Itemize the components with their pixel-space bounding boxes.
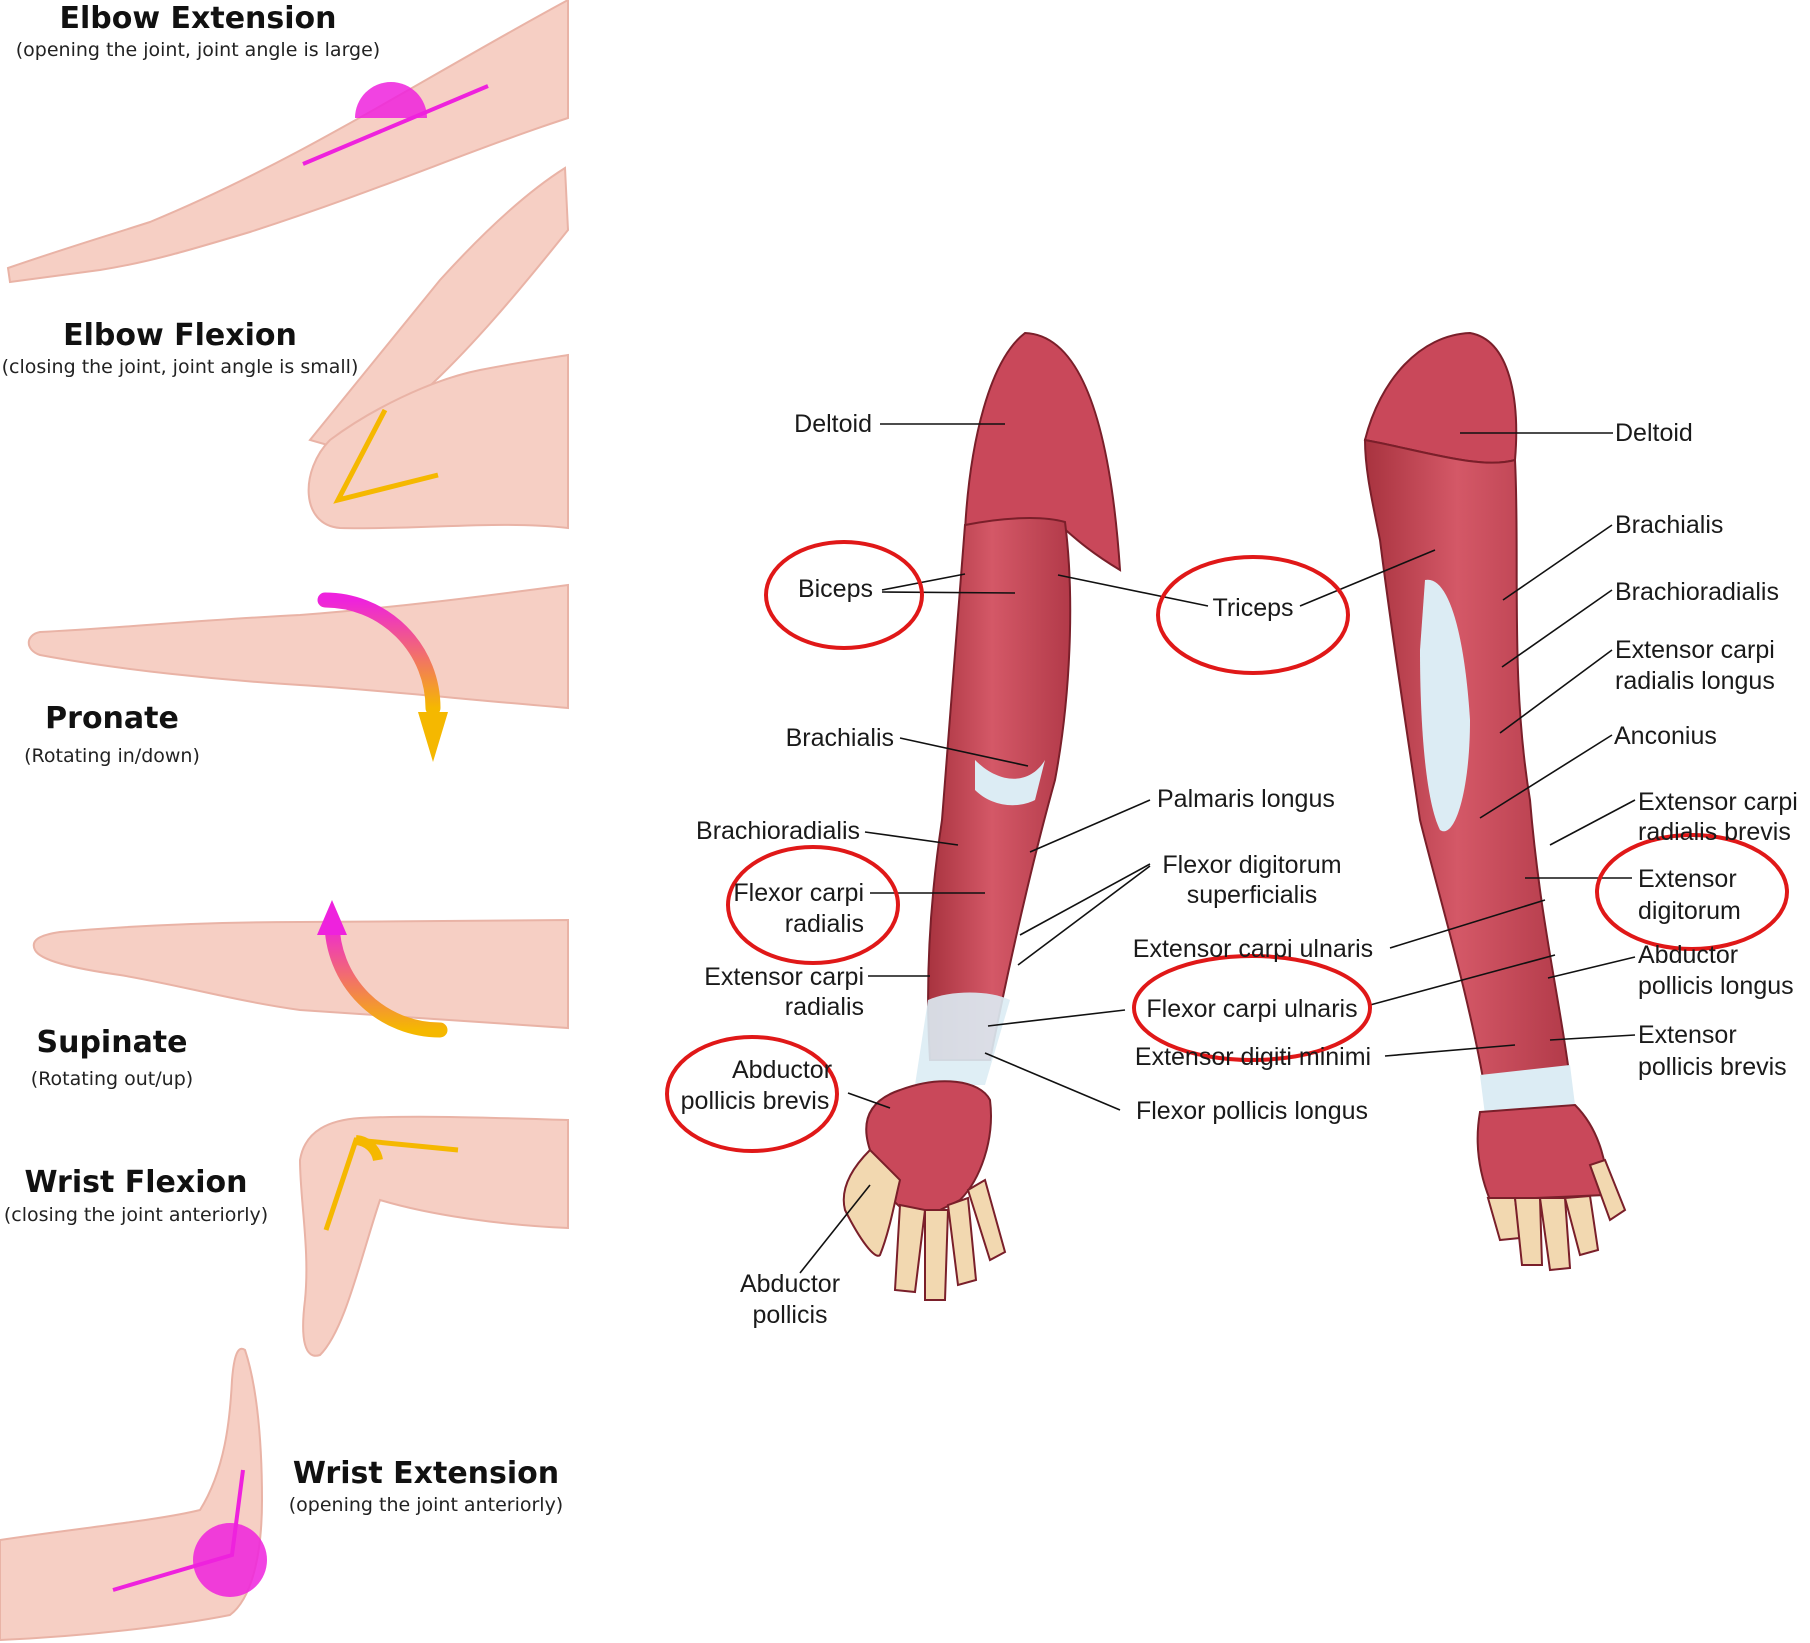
rotation-arrow	[324, 914, 448, 1038]
label-abductor-pollicis-longus: pollicis longus	[1638, 972, 1794, 1000]
label-extensor-digiti-minimi: Extensor digiti minimi	[1135, 1043, 1371, 1071]
movement-subtitle: (closing the joint, joint angle is small…	[2, 356, 359, 378]
movement-title: Pronate	[45, 701, 179, 736]
label-flexor-carpi-radialis: Flexor carpi	[733, 879, 864, 907]
label-extensor-carpi-radialis-brevis: radialis brevis	[1638, 818, 1791, 846]
rotation-arrow	[317, 592, 441, 716]
label-extensor-carpi-radialis-brevis: Extensor carpi	[1638, 788, 1798, 816]
flexor-carpi-ulnaris-highlight	[1132, 954, 1372, 1062]
label-extensor-carpi-radialis: Extensor carpi	[704, 963, 864, 991]
label-brachialis-posterior: Brachialis	[1615, 511, 1723, 539]
pronate-illustration	[27, 583, 569, 762]
label-brachioradialis-posterior: Brachioradialis	[1615, 578, 1779, 606]
triceps-highlight	[1156, 555, 1350, 675]
label-extensor-carpi-radialis: radialis	[785, 993, 864, 1021]
label-brachialis: Brachialis	[786, 724, 894, 752]
label-flexor-pollicis-longus: Flexor pollicis longus	[1136, 1097, 1368, 1125]
biceps-highlight	[764, 540, 924, 650]
label-deltoid-posterior: Deltoid	[1615, 419, 1693, 447]
wrist-flexion-illustration	[298, 1115, 569, 1357]
movement-title: Elbow Extension	[59, 1, 336, 36]
anterior-labels: Deltoid Biceps Brachialis Brachioradiali…	[681, 410, 1374, 1329]
wrist-extension-illustration	[0, 1347, 267, 1642]
label-anconius: Anconius	[1614, 722, 1717, 750]
label-deltoid: Deltoid	[794, 410, 872, 438]
label-extensor-digitorum: digitorum	[1638, 897, 1741, 925]
label-extensor-carpi-radialis-longus: Extensor carpi	[1615, 636, 1775, 664]
label-triceps: Triceps	[1212, 594, 1293, 622]
movement-subtitle: (opening the joint, joint angle is large…	[16, 39, 380, 61]
arrowhead	[418, 712, 448, 762]
angle-line	[112, 1469, 245, 1592]
abductor-pollicis-brevis-highlight	[665, 1035, 839, 1153]
movement-title: Wrist Extension	[293, 1456, 559, 1491]
label-extensor-carpi-ulnaris: Extensor carpi ulnaris	[1133, 935, 1373, 963]
elbow-extension-illustration	[6, 0, 569, 284]
flexor-carpi-radialis-highlight	[726, 845, 900, 965]
label-abductor-pollicis: pollicis	[752, 1301, 827, 1329]
label-biceps: Biceps	[798, 575, 873, 603]
joint-angle-marker	[355, 82, 427, 118]
elbow-flexion-illustration	[307, 166, 570, 530]
label-palmaris-longus: Palmaris longus	[1157, 785, 1335, 813]
label-abductor-pollicis-brevis: pollicis brevis	[681, 1087, 830, 1115]
supinate-illustration	[32, 900, 569, 1038]
label-brachioradialis: Brachioradialis	[696, 817, 860, 845]
movement-subtitle: (opening the joint anteriorly)	[289, 1494, 563, 1516]
label-extensor-carpi-radialis-longus: radialis longus	[1615, 667, 1775, 695]
posterior-labels: Triceps Deltoid Brachialis Brachioradial…	[1212, 419, 1797, 1081]
movement-title: Wrist Flexion	[24, 1165, 247, 1200]
movement-panel: Elbow Extension (opening the joint, join…	[0, 0, 570, 1642]
angle-line	[302, 84, 489, 166]
movement-subtitle: (Rotating in/down)	[24, 745, 200, 767]
arrowhead	[317, 900, 347, 935]
angle-marker	[333, 408, 439, 504]
label-extensor-pollicis-brevis: pollicis brevis	[1638, 1053, 1787, 1081]
highlight-rings	[665, 540, 1789, 1153]
label-extensor-digitorum: Extensor	[1638, 865, 1737, 893]
label-abductor-pollicis-longus: Abductor	[1638, 941, 1738, 969]
movement-title: Elbow Flexion	[63, 318, 297, 353]
movement-subtitle: (closing the joint anteriorly)	[4, 1204, 268, 1226]
anterior-arm-illustration	[842, 331, 1122, 1301]
joint-angle-marker	[193, 1523, 267, 1597]
label-abductor-pollicis-brevis: Abductor	[732, 1056, 832, 1084]
posterior-arm-illustration	[1363, 331, 1627, 1272]
movement-subtitle: (Rotating out/up)	[31, 1068, 193, 1090]
label-abductor-pollicis: Abductor	[740, 1270, 840, 1298]
label-extensor-pollicis-brevis: Extensor	[1638, 1021, 1737, 1049]
label-flexor-digitorum-superficialis: Flexor digitorum	[1162, 851, 1341, 879]
movement-title: Supinate	[36, 1025, 187, 1060]
label-flexor-digitorum-superficialis: superficialis	[1187, 881, 1318, 909]
label-flexor-carpi-radialis: radialis	[785, 910, 864, 938]
extensor-digitorum-highlight	[1595, 833, 1789, 951]
leader-lines	[799, 423, 1636, 1274]
label-flexor-carpi-ulnaris: Flexor carpi ulnaris	[1146, 995, 1357, 1023]
